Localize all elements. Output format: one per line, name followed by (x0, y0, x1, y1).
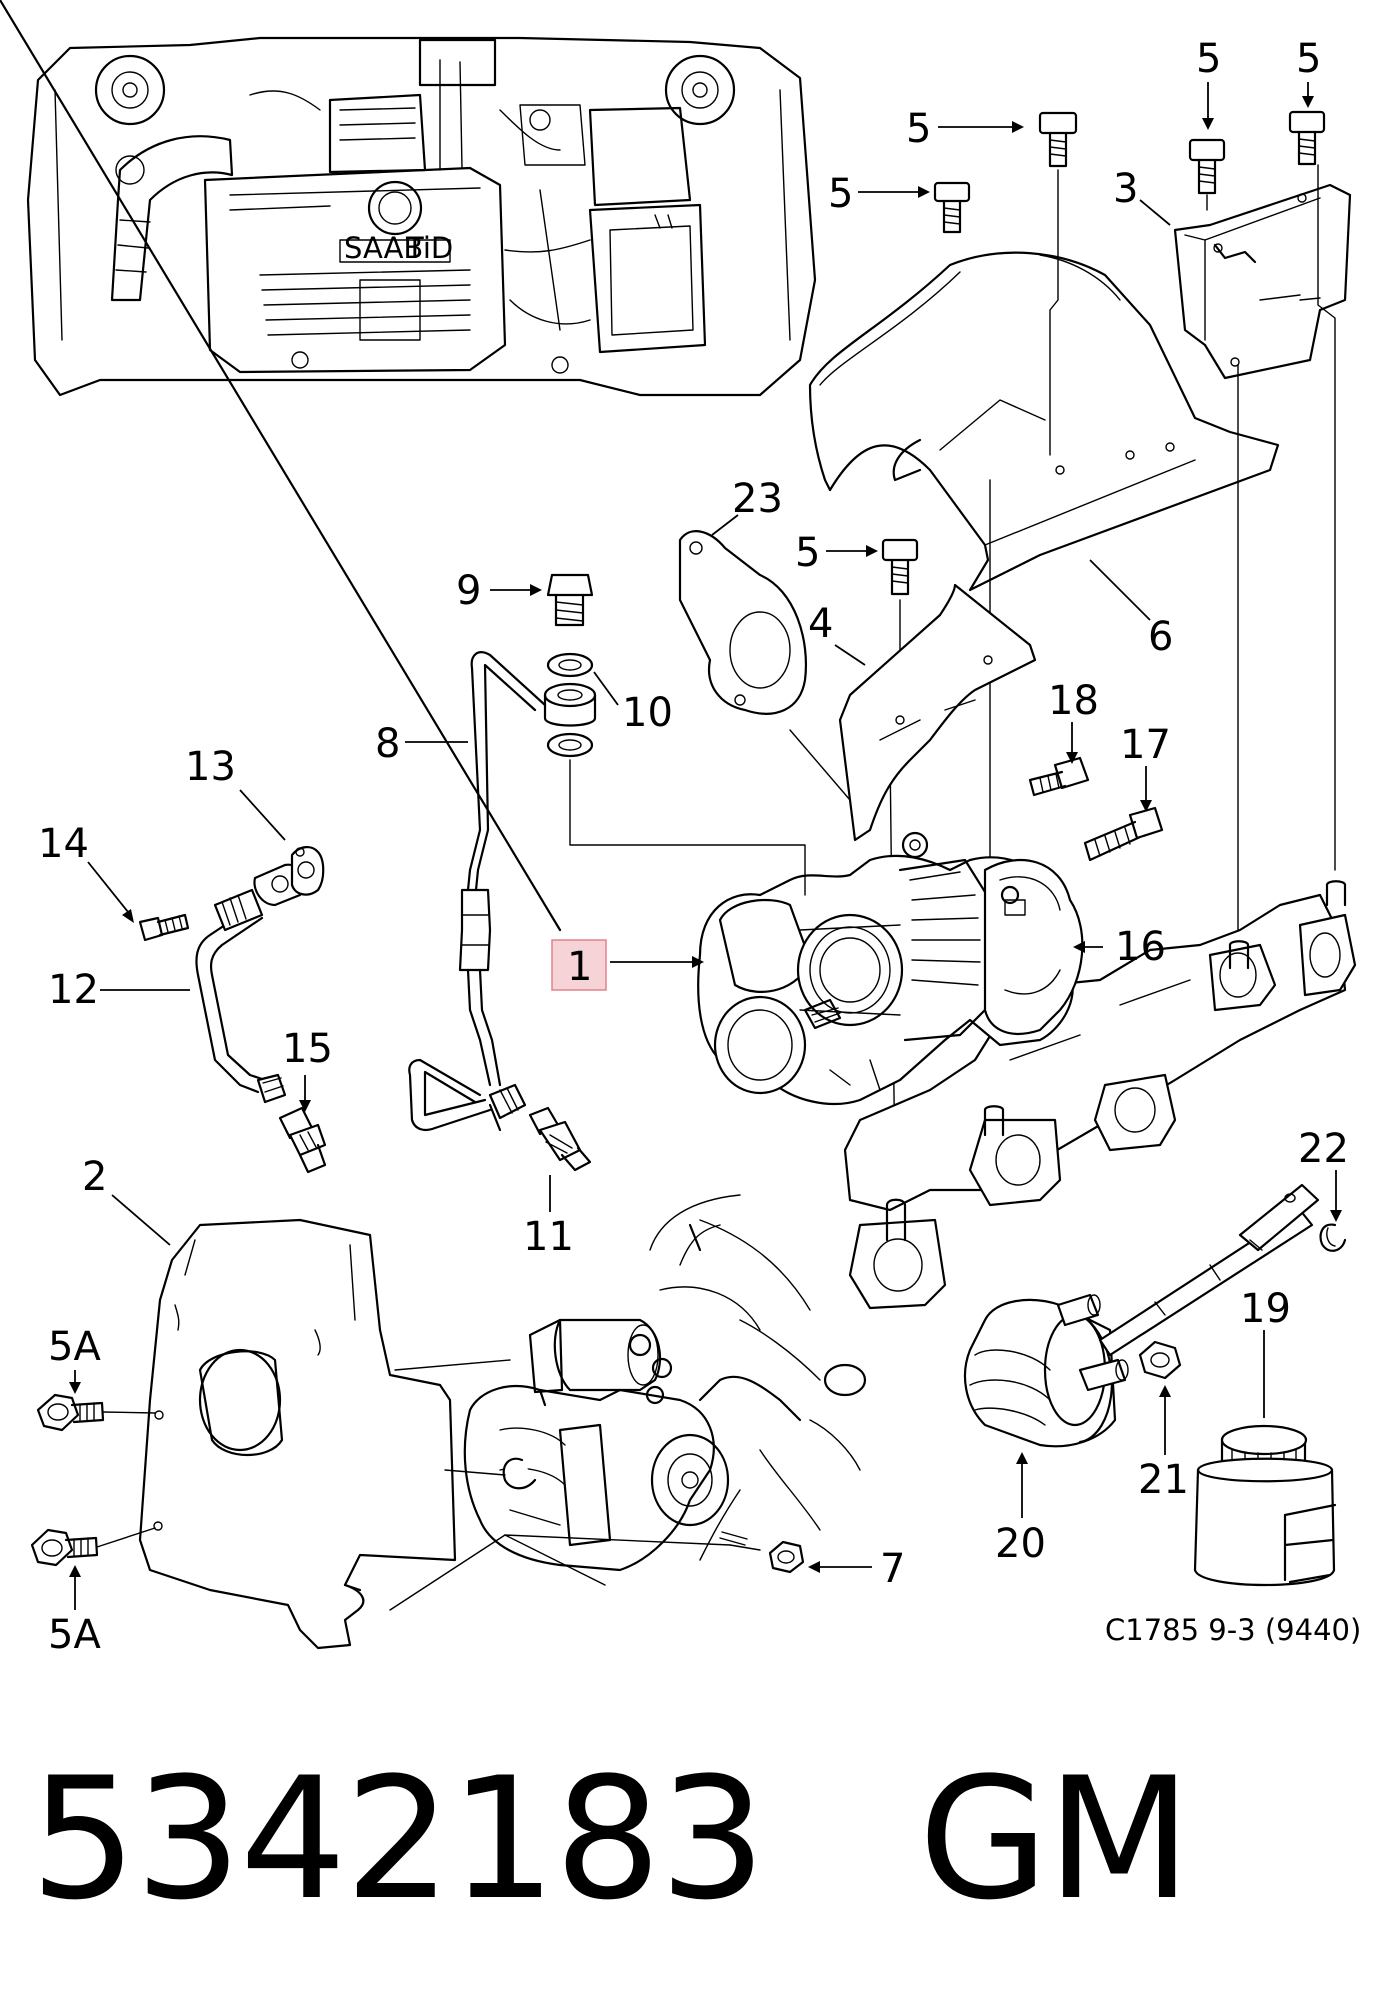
callout-12: 12 (48, 967, 99, 1013)
callout-13: 13 (185, 744, 236, 790)
bracket-3 (1173, 183, 1352, 380)
diagram-reference: C1785 9-3 (9440) (1105, 1613, 1361, 1647)
bolt-5-a (933, 181, 971, 234)
turbocharger-1 (697, 831, 1084, 1106)
callout-4: 4 (808, 601, 833, 647)
bolt-5A-guides (96, 1411, 156, 1548)
callout-6: 6 (1148, 614, 1173, 660)
callout-5-d: 5 (1296, 36, 1321, 82)
bolt-5-d (1288, 110, 1326, 166)
callout-1-highlight[interactable]: 1 (551, 939, 704, 991)
callout-8: 8 (375, 721, 400, 767)
callout-5-c: 5 (1196, 36, 1221, 82)
callout-9: 9 (456, 568, 481, 614)
callout-5-a: 5 (828, 171, 853, 217)
exhaust-manifold (843, 880, 1357, 1310)
oil-feed-pipe-8 (408, 651, 547, 1132)
callout-21: 21 (1138, 1457, 1189, 1503)
heat-shield-4 (789, 583, 1037, 842)
callout-5-b: 5 (906, 106, 931, 152)
heat-shield-6 (808, 251, 1280, 592)
engine-badge-brand: SAAB (344, 231, 423, 265)
nut-7 (719, 1531, 805, 1574)
bolt-5-e (881, 538, 919, 596)
gasket-23 (678, 530, 807, 715)
callout-16: 16 (1115, 924, 1166, 970)
callout-11: 11 (523, 1214, 574, 1260)
part-number-caption: 5342183 GM (30, 1741, 1192, 1937)
banjo-bolt-9 (546, 573, 594, 627)
washer-10-top (546, 652, 594, 678)
callout-labels: 5 5 5 5 5 3 6 23 4 9 10 8 13 14 12 15 11 (38, 36, 1349, 1658)
banjo-to-turbo-guide (569, 759, 806, 896)
bolt-18 (1028, 756, 1090, 797)
oil-filter-19 (1193, 1424, 1337, 1587)
callout-14: 14 (38, 821, 89, 867)
engine-badge-model: TiD (405, 231, 453, 265)
oil-return-pipe-12 (195, 888, 287, 1104)
gasket-13 (290, 846, 325, 896)
bolt-17 (1083, 806, 1164, 862)
washer-10-bottom (546, 732, 594, 758)
bolt-5-c (1188, 138, 1226, 195)
clip-22 (1319, 1223, 1347, 1252)
callout-23: 23 (732, 476, 783, 522)
callout-19: 19 (1240, 1286, 1291, 1332)
bolt-14 (138, 913, 190, 942)
callout-10: 10 (622, 690, 673, 736)
callout-5A-bottom: 5A (48, 1612, 101, 1658)
bolt-5A-top (36, 1393, 105, 1432)
callout-5A-top: 5A (48, 1324, 101, 1370)
bolt-5-b (1038, 111, 1078, 168)
banjo-fitting (543, 682, 597, 727)
wastegate-actuator-20 (963, 1183, 1320, 1448)
callout-20: 20 (995, 1521, 1046, 1567)
oil-union-15 (278, 1106, 327, 1174)
shield-to-starter-guides (389, 1359, 731, 1611)
callout-2: 2 (82, 1154, 107, 1200)
callout-18: 18 (1048, 678, 1099, 724)
callout-7: 7 (880, 1546, 905, 1592)
heat-shield-2 (138, 1218, 457, 1650)
callout-17: 17 (1120, 722, 1171, 768)
starter-stud-guide (729, 1544, 761, 1551)
callout-1: 1 (567, 944, 592, 990)
oil-union-11 (0, 0, 592, 1172)
callout-5-e: 5 (795, 530, 820, 576)
nut-21 (1138, 1340, 1182, 1380)
callout-3: 3 (1113, 166, 1138, 212)
callout-22: 22 (1298, 1126, 1349, 1172)
callout-15: 15 (282, 1026, 333, 1072)
engine-bay-overview: SAAB TiD (26, 36, 817, 397)
bolt-5A-bottom (30, 1528, 99, 1567)
